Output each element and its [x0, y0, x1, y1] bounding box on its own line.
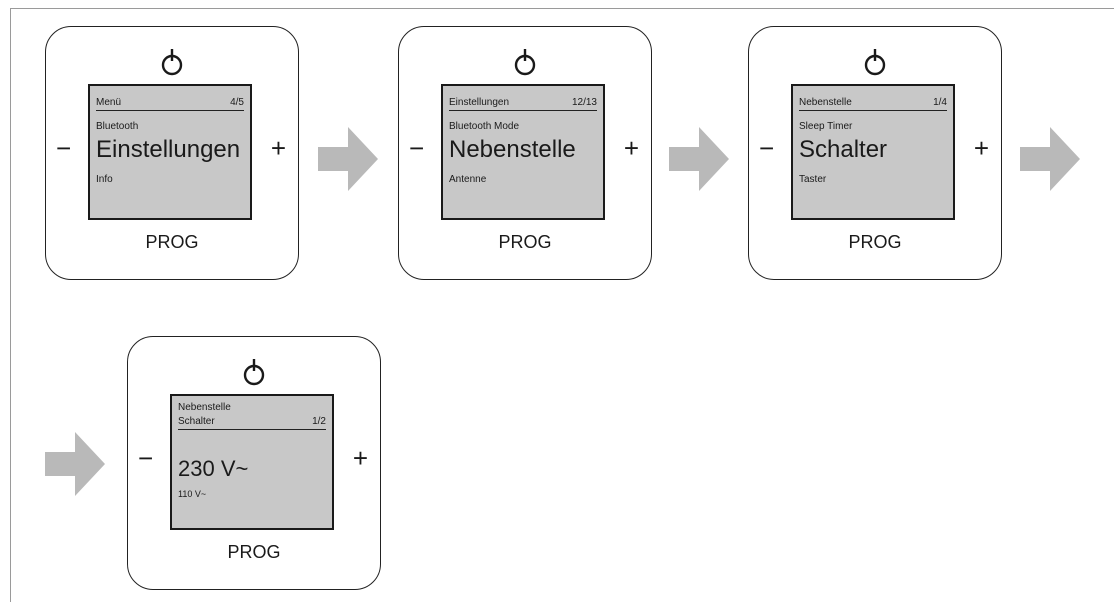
power-icon[interactable]	[862, 47, 888, 77]
power-icon[interactable]	[241, 357, 267, 387]
lcd-screen: Menü 4/5 Bluetooth Einstellungen Info	[88, 84, 252, 220]
prog-button[interactable]: PROG	[498, 232, 552, 252]
device-2: Einstellungen 12/13 Bluetooth Mode Neben…	[398, 26, 652, 280]
lcd-screen: Nebenstelle 1/4 Sleep Timer Schalter Tas…	[791, 84, 955, 220]
menu-item-selected: Schalter	[799, 136, 888, 163]
screen-page-indicator: 1/2	[312, 416, 326, 427]
menu-item-next: Antenne	[449, 174, 487, 185]
screen-title: Nebenstelle	[178, 402, 231, 413]
screen-header: Einstellungen 12/13	[449, 96, 597, 111]
screen-page-indicator: 4/5	[230, 97, 244, 108]
menu-item-previous: Sleep Timer	[799, 121, 853, 132]
arrow-right-icon	[669, 127, 729, 191]
menu-item-next: 110 V~	[178, 489, 207, 499]
menu-item-next: Taster	[799, 174, 827, 185]
minus-button[interactable]: −	[759, 133, 775, 163]
menu-item-selected: 230 V~	[178, 456, 249, 481]
screen-header-title: Nebenstelle	[799, 97, 852, 108]
lcd-screen: Einstellungen 12/13 Bluetooth Mode Neben…	[441, 84, 605, 220]
lcd-screen: Nebenstelle Schalter 1/2 230 V~ 110 V~	[170, 394, 334, 530]
plus-button[interactable]: +	[973, 133, 989, 163]
screen-page-indicator: 1/4	[933, 97, 947, 108]
minus-button[interactable]: −	[138, 443, 154, 473]
screen-header: Schalter 1/2	[178, 415, 326, 430]
diagram-frame	[10, 8, 1114, 602]
prog-button[interactable]: PROG	[227, 542, 281, 562]
device-3: Nebenstelle 1/4 Sleep Timer Schalter Tas…	[748, 26, 1002, 280]
screen-header: Nebenstelle 1/4	[799, 96, 947, 111]
arrow-right-icon	[318, 127, 378, 191]
device-1: Menü 4/5 Bluetooth Einstellungen Info − …	[45, 26, 299, 280]
arrow-right-icon	[1020, 127, 1080, 191]
screen-header-title: Einstellungen	[449, 97, 510, 108]
arrow-right-icon	[45, 432, 105, 496]
screen-header: Menü 4/5	[96, 96, 244, 111]
minus-button[interactable]: −	[409, 133, 425, 163]
prog-button[interactable]: PROG	[848, 232, 902, 252]
plus-button[interactable]: +	[352, 443, 368, 473]
device-4: Nebenstelle Schalter 1/2 230 V~ 110 V~ −…	[127, 336, 381, 590]
prog-button[interactable]: PROG	[145, 232, 199, 252]
screen-header-title: Menü	[96, 97, 122, 108]
screen-header-title: Schalter	[178, 416, 215, 427]
menu-item-previous: Bluetooth Mode	[449, 121, 520, 132]
power-icon[interactable]	[512, 47, 538, 77]
screen-page-indicator: 12/13	[571, 97, 597, 108]
menu-item-selected: Einstellungen	[96, 136, 241, 163]
menu-item-selected: Nebenstelle	[449, 136, 576, 163]
menu-item-previous: Bluetooth	[96, 121, 139, 132]
plus-button[interactable]: +	[623, 133, 639, 163]
plus-button[interactable]: +	[270, 133, 286, 163]
power-icon[interactable]	[159, 47, 185, 77]
minus-button[interactable]: −	[56, 133, 72, 163]
menu-item-next: Info	[96, 174, 113, 185]
